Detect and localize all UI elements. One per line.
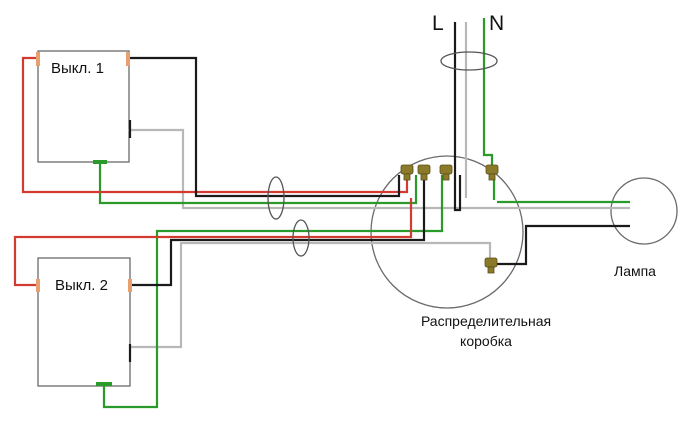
ground-terminals <box>93 160 112 386</box>
phase-label: L <box>432 12 444 35</box>
switch-2-label: Выкл. 2 <box>55 277 108 294</box>
connector-3 <box>439 164 453 181</box>
connector-5 <box>484 257 498 274</box>
lamp-circle <box>610 177 678 245</box>
ground-wires <box>98 18 630 409</box>
neutral-label: N <box>489 12 504 35</box>
switch-terminals <box>36 52 132 292</box>
switch-2-box <box>37 257 131 387</box>
junction-box-label-line2: коробка <box>460 333 512 349</box>
neutral-wires <box>128 22 630 349</box>
switch-1-label: Выкл. 1 <box>51 60 104 77</box>
connector-4 <box>485 164 499 181</box>
cable-bundles <box>267 51 498 257</box>
connector-2 <box>417 164 431 181</box>
traveler-wires <box>13 56 413 287</box>
lamp-label: Лампа <box>614 263 656 279</box>
junction-box-label-line1: Распределительная <box>421 313 551 329</box>
wago-connectors <box>400 164 499 274</box>
phase-wires <box>128 22 630 362</box>
connector-1 <box>400 164 414 181</box>
switch-1-box <box>37 50 130 163</box>
